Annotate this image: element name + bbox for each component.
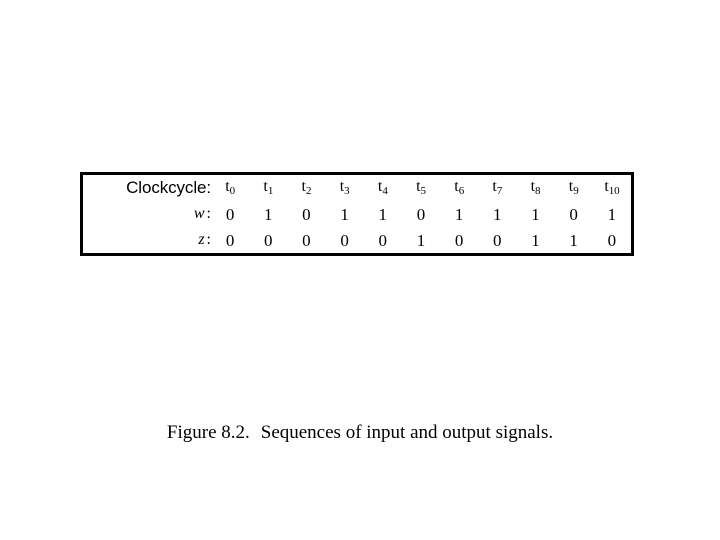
z-value-t7: 0 xyxy=(493,230,502,250)
signal-sequence-table: Clockcycle: t0 t1 t2 t3 t4 t5 t6 t7 t8 t… xyxy=(83,175,631,253)
tick-base-2: t xyxy=(301,178,306,196)
tick-base-6: t xyxy=(454,178,459,196)
tick-base-10: t xyxy=(604,178,609,196)
z-value-t3: 0 xyxy=(340,230,349,250)
z-value-t4: 0 xyxy=(378,230,388,250)
column-header-t1: t1 xyxy=(249,175,287,201)
tick-sub-1: 1 xyxy=(267,184,274,197)
signal-sequence-table-box: Clockcycle: t0 t1 t2 t3 t4 t5 t6 t7 t8 t… xyxy=(80,172,634,256)
z-value-t8: 1 xyxy=(531,230,540,250)
w-value-t7: 1 xyxy=(493,204,502,224)
column-header-t8: t8 xyxy=(516,175,554,201)
w-label-colon: : xyxy=(206,205,211,222)
w-label: w: xyxy=(194,205,211,222)
w-value-t10: 1 xyxy=(607,204,617,224)
table-row-z: z: 0 0 0 0 0 1 0 0 1 1 0 xyxy=(83,227,631,253)
z-value-t0: 0 xyxy=(225,230,235,250)
tick-sub-4: 4 xyxy=(382,184,388,197)
tick-base-5: t xyxy=(416,178,421,196)
z-value-t6: 0 xyxy=(454,230,464,250)
z-value-t1: 0 xyxy=(264,230,273,250)
table-row-w: w: 0 1 0 1 1 0 1 1 1 0 1 xyxy=(83,201,631,227)
tick-base-4: t xyxy=(377,178,383,196)
z-value-t2: 0 xyxy=(302,230,311,250)
tick-base-3: t xyxy=(339,178,345,196)
w-value-t6: 1 xyxy=(454,204,464,224)
z-value-t5: 1 xyxy=(416,230,426,250)
tick-sub-7: 7 xyxy=(496,184,503,197)
tick-sub-2: 2 xyxy=(306,184,312,197)
tick-sub-3: 3 xyxy=(344,184,350,197)
tick-base-0: t xyxy=(225,178,230,196)
figure-caption-text: Sequences of input and output signals. xyxy=(260,422,554,443)
w-value-t0: 0 xyxy=(225,204,235,224)
tick-sub-10: 10 xyxy=(608,184,620,197)
z-value-t9: 1 xyxy=(569,230,578,250)
z-value-t10: 0 xyxy=(607,230,617,250)
tick-sub-8: 8 xyxy=(535,184,541,197)
row-header-clockcycle: Clockcycle: xyxy=(83,175,211,201)
tick-base-7: t xyxy=(492,178,497,196)
column-header-t3: t3 xyxy=(326,175,364,201)
figure-caption-number: Figure 8.2. xyxy=(166,422,250,443)
w-value-t3: 1 xyxy=(340,204,349,224)
w-value-t8: 1 xyxy=(531,204,540,224)
column-header-t7: t7 xyxy=(478,175,516,201)
w-value-t4: 1 xyxy=(378,204,388,224)
tick-base-1: t xyxy=(263,178,268,196)
tick-sub-0: 0 xyxy=(229,184,236,197)
tick-sub-9: 9 xyxy=(573,184,579,197)
tick-base-8: t xyxy=(530,178,536,196)
tick-sub-5: 5 xyxy=(420,184,427,197)
clockcycle-label: Clockcycle: xyxy=(126,178,211,197)
column-header-t10: t10 xyxy=(593,175,631,201)
column-header-t4: t4 xyxy=(364,175,402,201)
column-header-t0: t0 xyxy=(211,175,249,201)
column-header-t5: t5 xyxy=(402,175,440,201)
w-value-t5: 0 xyxy=(416,204,426,224)
z-label-colon: : xyxy=(206,231,211,248)
row-header-z: z: xyxy=(83,227,211,253)
column-header-t6: t6 xyxy=(440,175,478,201)
w-value-t1: 1 xyxy=(264,204,273,224)
tick-sub-6: 6 xyxy=(458,184,465,197)
table-row-clockcycle: Clockcycle: t0 t1 t2 t3 t4 t5 t6 t7 t8 t… xyxy=(83,175,631,201)
column-header-t9: t9 xyxy=(555,175,593,201)
w-value-t2: 0 xyxy=(302,204,311,224)
tick-base-9: t xyxy=(568,178,574,196)
z-label-symbol: z xyxy=(198,231,205,248)
figure-caption: Figure 8.2. Sequences of input and output… xyxy=(0,422,720,444)
column-header-t2: t2 xyxy=(287,175,325,201)
w-label-symbol: w xyxy=(193,205,205,222)
z-label: z: xyxy=(198,231,211,248)
w-value-t9: 0 xyxy=(569,204,578,224)
row-header-w: w: xyxy=(83,201,211,227)
